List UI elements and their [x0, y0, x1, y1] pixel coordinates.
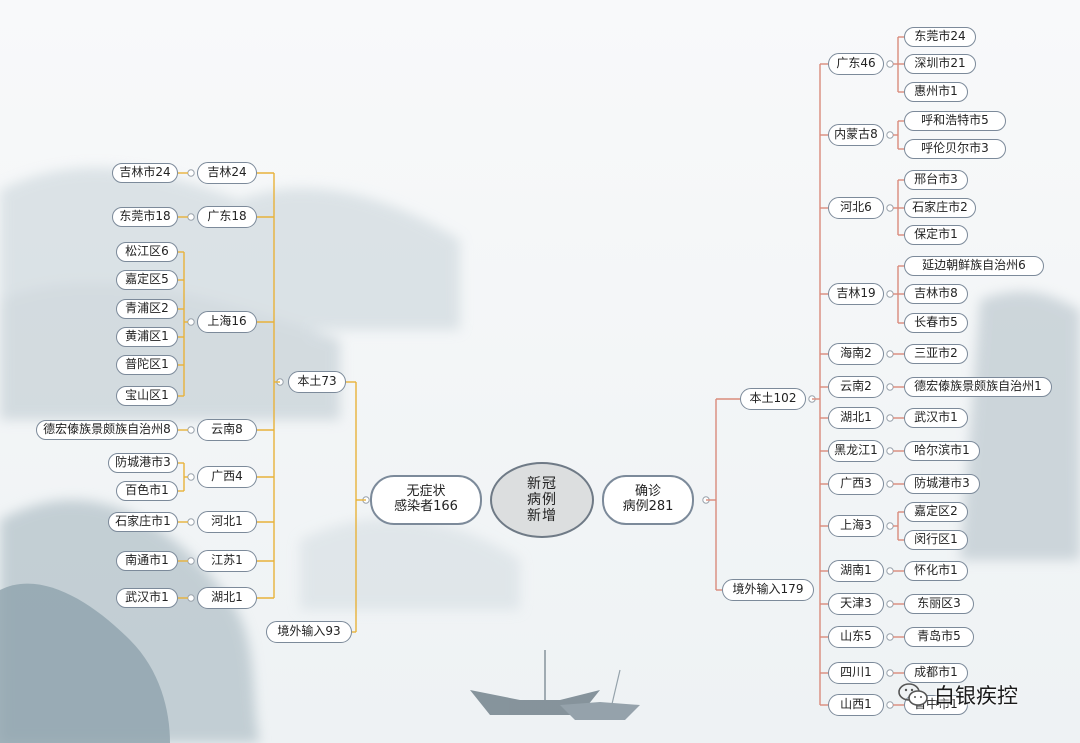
left-city-node: 嘉定区5 — [116, 270, 178, 290]
wechat-icon — [898, 683, 928, 706]
right-province-node: 山东5 — [828, 626, 884, 648]
left-province-node: 湖北1 — [197, 587, 257, 609]
right-province-node: 湖南1 — [828, 560, 884, 582]
right-city-node: 石家庄市2 — [904, 198, 976, 218]
right-province-node: 云南2 — [828, 376, 884, 398]
left-province-knob — [187, 318, 195, 326]
left-city-node: 南通市1 — [116, 551, 178, 571]
left-city-node: 吉林市24 — [112, 163, 178, 183]
right-province-node: 四川1 — [828, 662, 884, 684]
left-province-node: 河北1 — [197, 511, 257, 533]
right-city-node: 延边朝鲜族自治州6 — [904, 256, 1044, 276]
right-city-node: 深圳市21 — [904, 54, 976, 74]
right-province-node: 山西1 — [828, 694, 884, 716]
right-city-node: 邢台市3 — [904, 170, 968, 190]
right-local-node: 本土102 — [740, 388, 806, 410]
left-local-node: 本土73 — [288, 371, 346, 393]
right-province-knob — [886, 60, 894, 68]
right-province-knob — [886, 600, 894, 608]
asymptomatic-root: 无症状 感染者166 — [370, 475, 482, 525]
right-province-node: 湖北1 — [828, 407, 884, 429]
right-city-node: 怀化市1 — [904, 561, 968, 581]
right-province-knob — [886, 701, 894, 709]
right-province-knob — [886, 567, 894, 575]
right-province-knob — [886, 669, 894, 677]
right-city-node: 呼和浩特市5 — [904, 111, 1006, 131]
right-city-node: 德宏傣族景颇族自治州1 — [904, 377, 1052, 397]
right-city-node: 保定市1 — [904, 225, 968, 245]
right-imported-node: 境外输入179 — [722, 579, 814, 601]
right-province-knob — [886, 350, 894, 358]
left-province-node: 广西4 — [197, 466, 257, 488]
left-province-knob — [187, 426, 195, 434]
right-province-node: 海南2 — [828, 343, 884, 365]
left-city-node: 普陀区1 — [116, 355, 178, 375]
right-province-node: 河北6 — [828, 197, 884, 219]
left-province-knob — [187, 557, 195, 565]
left-city-node: 宝山区1 — [116, 386, 178, 406]
right-city-node: 东丽区3 — [904, 594, 974, 614]
left-province-knob — [187, 594, 195, 602]
left-province-knob — [187, 169, 195, 177]
center-node: 新冠 病例 新增 — [490, 462, 594, 538]
right-city-node: 防城港市3 — [904, 474, 980, 494]
left-city-node: 防城港市3 — [108, 453, 178, 473]
right-province-node: 黑龙江1 — [828, 440, 884, 462]
right-province-knob — [886, 131, 894, 139]
right-city-node: 成都市1 — [904, 663, 968, 683]
left-city-node: 黄浦区1 — [116, 327, 178, 347]
right-province-node: 上海3 — [828, 515, 884, 537]
right-province-knob — [886, 480, 894, 488]
right-city-node: 闵行区1 — [904, 530, 968, 550]
brand-watermark: 白银疾控 — [898, 678, 1048, 712]
left-city-node: 石家庄市1 — [108, 512, 178, 532]
right-city-node: 三亚市2 — [904, 344, 968, 364]
left-province-knob — [187, 518, 195, 526]
left-city-node: 武汉市1 — [116, 588, 178, 608]
left-city-node: 松江区6 — [116, 242, 178, 262]
left-city-node: 德宏傣族景颇族自治州8 — [36, 420, 178, 440]
left-province-node: 云南8 — [197, 419, 257, 441]
right-province-knob — [886, 447, 894, 455]
right-province-knob — [886, 204, 894, 212]
right-city-node: 武汉市1 — [904, 408, 968, 428]
right-city-node: 嘉定区2 — [904, 502, 968, 522]
right-city-node: 哈尔滨市1 — [904, 441, 980, 461]
left-province-node: 江苏1 — [197, 550, 257, 572]
right-province-knob — [886, 633, 894, 641]
left-province-node: 广东18 — [197, 206, 257, 228]
right-province-knob — [886, 290, 894, 298]
left-province-knob — [187, 213, 195, 221]
right-city-node: 惠州市1 — [904, 82, 968, 102]
right-city-node: 长春市5 — [904, 313, 968, 333]
right-province-node: 天津3 — [828, 593, 884, 615]
left-city-node: 百色市1 — [116, 481, 178, 501]
right-province-knob — [886, 414, 894, 422]
right-city-node: 吉林市8 — [904, 284, 968, 304]
right-city-node: 呼伦贝尔市3 — [904, 139, 1006, 159]
right-province-knob — [886, 383, 894, 391]
left-province-node: 上海16 — [197, 311, 257, 333]
right-province-node: 广西3 — [828, 473, 884, 495]
right-city-node: 东莞市24 — [904, 27, 976, 47]
confirmed-root: 确诊 病例281 — [602, 475, 694, 525]
right-province-node: 内蒙古8 — [828, 124, 884, 146]
right-province-knob — [886, 522, 894, 530]
left-imported-node: 境外输入93 — [266, 621, 352, 643]
left-province-knob — [187, 473, 195, 481]
left-city-node: 东莞市18 — [112, 207, 178, 227]
brand-label: 白银疾控 — [934, 684, 1018, 708]
right-province-node: 广东46 — [828, 53, 884, 75]
right-province-node: 吉林19 — [828, 283, 884, 305]
right-city-node: 青岛市5 — [904, 627, 974, 647]
left-city-node: 青浦区2 — [116, 299, 178, 319]
left-province-node: 吉林24 — [197, 162, 257, 184]
